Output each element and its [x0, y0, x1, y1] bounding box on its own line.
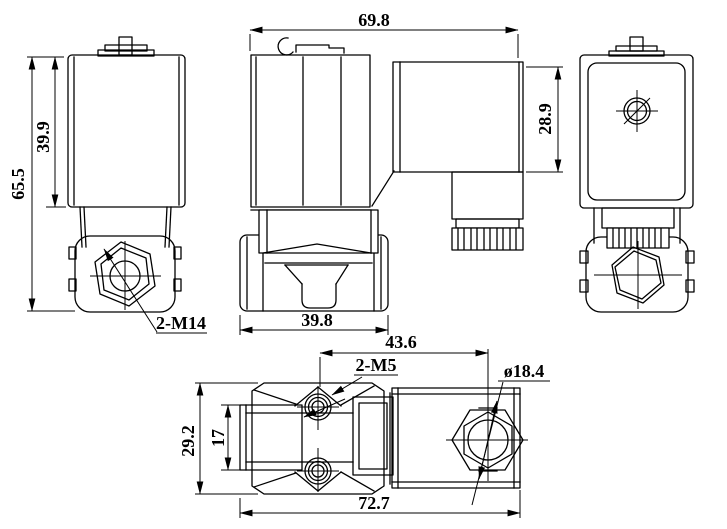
bottom-view: 2-M5 ø18.4 43.6 29.2 17 72.: [178, 332, 550, 518]
front-dimensions: 65.5 39.9: [8, 56, 75, 312]
dim-bottom-axis-to-gland: 43.6: [385, 332, 417, 352]
front-coil-body: [67, 54, 186, 208]
front-bracket-legs: [79, 206, 172, 248]
side-cable-gland-knurl: [451, 227, 524, 251]
dim-bottom-body-depth: 29.2: [178, 425, 198, 457]
dim-side-connector-height: 28.9: [535, 103, 555, 135]
right-coil-body: [579, 54, 694, 209]
side-din-connector: [371, 61, 524, 251]
side-coil-body: [250, 54, 371, 211]
bottom-gland-nut: [446, 398, 528, 481]
side-view: 69.8 28.9 39.8: [239, 10, 563, 335]
right-gland-knurl: [606, 227, 670, 249]
right-valve-body: [579, 227, 695, 313]
dim-front-total-height: 65.5: [8, 168, 28, 200]
dim-front-coil-height: 39.9: [33, 121, 53, 153]
front-view: 2-M14 65.5 39.9: [8, 36, 207, 334]
bottom-valve-body: [239, 382, 394, 495]
side-top-clip: [277, 37, 345, 56]
right-top-fitting: [608, 36, 665, 57]
front-hex-port: [90, 241, 161, 310]
label-gland-diameter: ø18.4: [504, 361, 545, 381]
bottom-mounting-hole-bottom: [294, 448, 342, 492]
bottom-din-connector: [391, 387, 528, 489]
dim-side-body-width: 39.8: [301, 310, 333, 330]
dim-bottom-port-boss: 17: [208, 429, 228, 447]
label-mounting-holes: 2-M5: [356, 355, 397, 375]
front-port-label-group: 2-M14: [103, 248, 207, 334]
dim-side-total-width: 69.8: [358, 10, 390, 30]
bottom-dimensions: 43.6 29.2 17 72.7: [178, 332, 521, 518]
right-side-view: [579, 36, 695, 313]
label-port-thread: 2-M14: [156, 313, 206, 333]
bottom-labels: 2-M5 ø18.4: [303, 355, 550, 506]
front-valve-body: [68, 235, 182, 313]
right-hex-port: [594, 241, 682, 309]
dim-bottom-total-length: 72.7: [358, 493, 390, 513]
screw-head-icon: [616, 90, 658, 132]
side-dimensions: 69.8 28.9 39.8: [239, 10, 563, 335]
front-top-fitting: [97, 36, 155, 57]
side-valve-body: [239, 209, 389, 312]
